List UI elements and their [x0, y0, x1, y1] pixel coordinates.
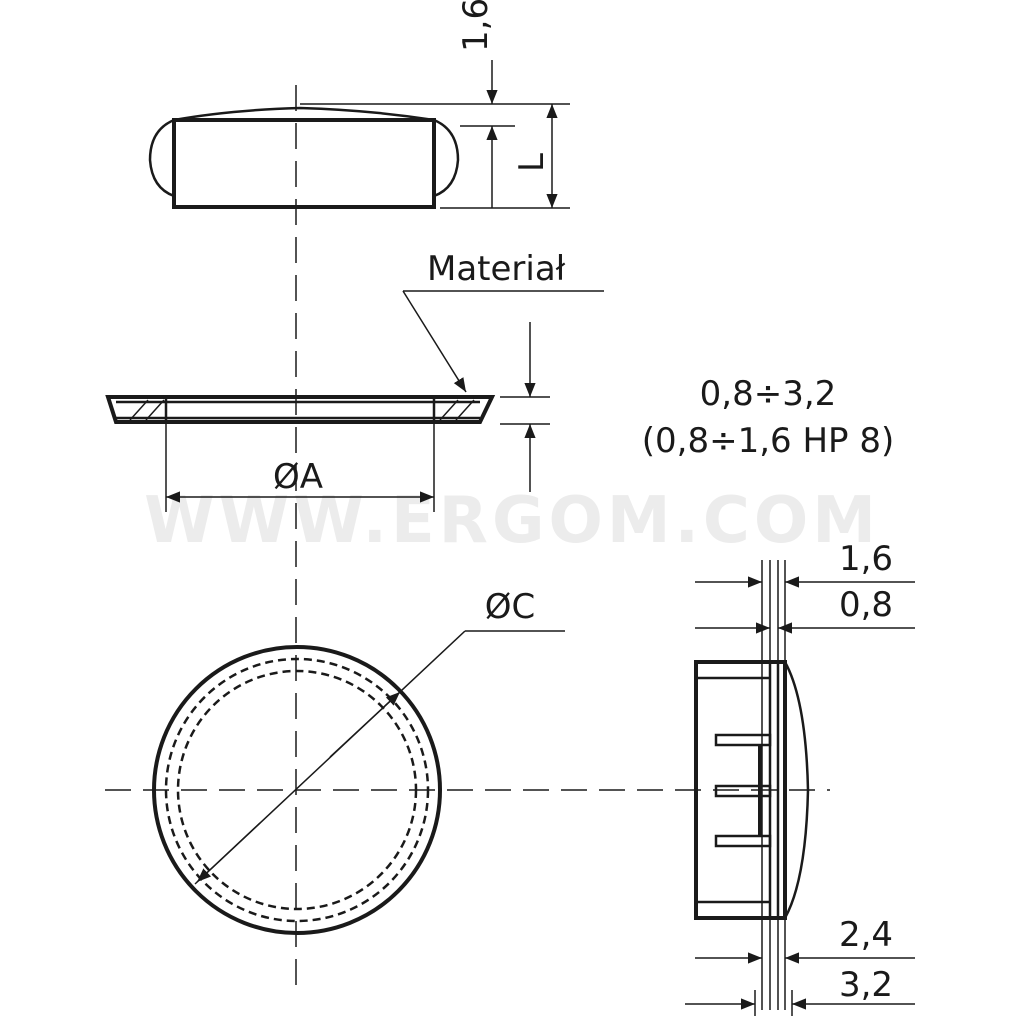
side-dim-3-label: 2,4 — [839, 915, 893, 955]
dim-L-label: L — [512, 153, 552, 172]
material-range-hp-label: (0,8÷1,6 HP 8) — [642, 421, 894, 461]
material-thickness-dimension — [500, 322, 550, 492]
side-view-dimensions — [685, 560, 915, 1016]
material-leader-arrow — [402, 290, 467, 393]
cap-front-view — [152, 645, 442, 935]
diameter-A-dimension — [165, 424, 435, 512]
watermark-text: WWW.ERGOM.COM — [144, 484, 880, 558]
side-dim-2-label: 0,8 — [839, 585, 893, 625]
dim-top-thickness-label: 1,6 — [456, 0, 496, 52]
material-label: Materiał — [427, 249, 566, 289]
top-view-dimensions — [300, 60, 570, 209]
panel-section — [105, 395, 496, 424]
material-range-label: 0,8÷3,2 — [700, 374, 837, 414]
diameter-C-dimension — [194, 630, 565, 885]
dia-A-label: ØA — [273, 457, 323, 497]
cap-side-profile — [148, 106, 460, 209]
dia-C-label: ØC — [485, 587, 536, 627]
side-dim-1-label: 1,6 — [839, 539, 893, 579]
side-dim-4-label: 3,2 — [839, 965, 893, 1005]
